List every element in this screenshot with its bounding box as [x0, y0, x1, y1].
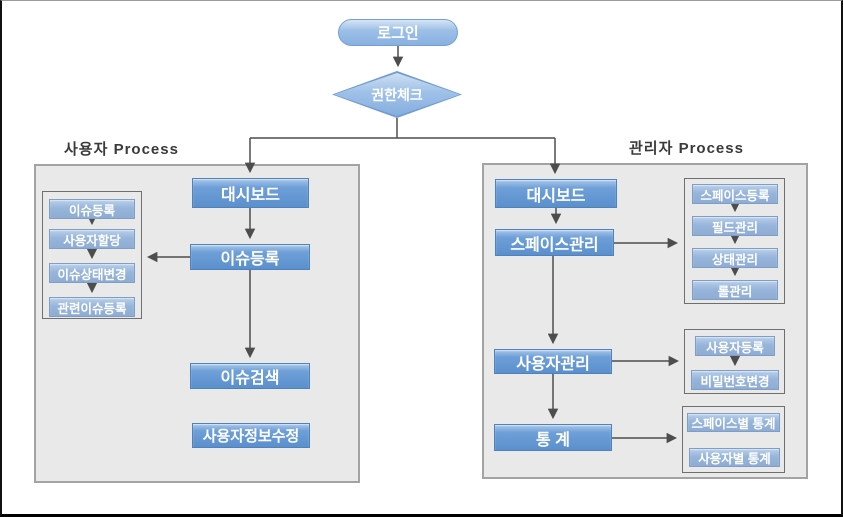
admin-step-statistics: 통 계 [494, 424, 612, 451]
login-label: 로그인 [377, 25, 419, 42]
issue-substep-status-change: 이슈상태변경 [49, 263, 135, 283]
user-step-dashboard: 대시보드 [192, 178, 309, 208]
user-step-issue-search: 이슈검색 [190, 363, 310, 389]
user-substep-register: 사용자등록 [695, 336, 775, 356]
issue-substep-related-register: 관련이슈등록 [49, 297, 135, 317]
admin-process-title: 관리자 Process [629, 140, 744, 157]
admin-step-dashboard: 대시보드 [495, 179, 617, 208]
admin-step-user-manage: 사용자관리 [494, 349, 612, 374]
space-substep-role-manage: 롤관리 [692, 280, 778, 300]
user-detail-subpanel [684, 329, 785, 394]
stats-substep-by-space: 스페이스별 통계 [687, 413, 780, 432]
stats-substep-by-user: 사용자별 통계 [689, 448, 780, 467]
login-node: 로그인 [338, 19, 458, 46]
space-substep-status-manage: 상태관리 [692, 248, 778, 268]
auth-check-label: 권한체크 [371, 86, 423, 103]
admin-step-space-manage: 스페이스관리 [495, 229, 614, 256]
space-detail-subpanel [684, 178, 785, 304]
user-substep-password-change: 비밀번호변경 [691, 370, 779, 390]
user-step-user-info-edit: 사용자정보수정 [192, 423, 310, 448]
user-step-issue-register: 이슈등록 [190, 244, 310, 270]
stats-detail-subpanel [682, 406, 785, 473]
space-substep-register: 스페이스등록 [692, 184, 778, 204]
space-substep-field-manage: 필드관리 [692, 216, 778, 236]
user-process-title: 사용자 Process [64, 141, 179, 158]
issue-substep-register: 이슈등록 [49, 199, 135, 219]
issue-substep-assign-user: 사용자할당 [49, 229, 135, 249]
issue-detail-subpanel [42, 191, 142, 319]
